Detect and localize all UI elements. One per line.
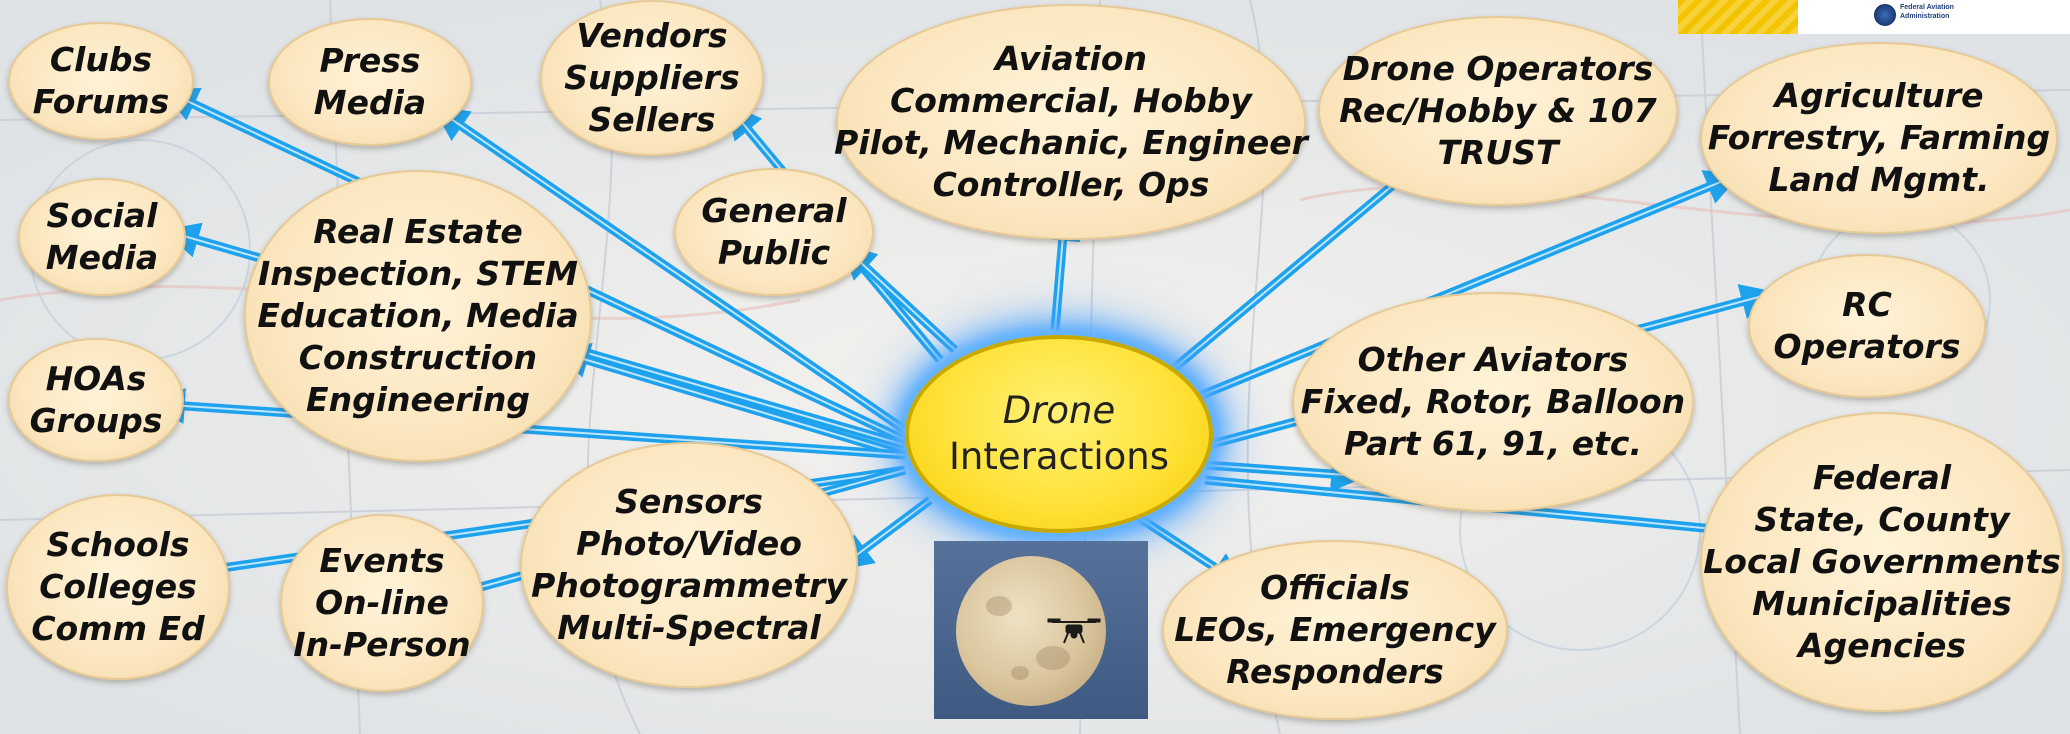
arrow-highlight-hoas — [155, 403, 906, 456]
bubble-events: Events On-line In-Person — [280, 514, 484, 692]
arrow-highlight-press — [437, 109, 906, 431]
bubble-aviation: Aviation Commercial, Hobby Pilot, Mechan… — [834, 4, 1308, 240]
bubble-clubs: Clubs Forums — [8, 22, 194, 140]
bubble-schools: Schools Colleges Comm Ed — [6, 494, 230, 680]
bubble-sensors: Sensors Photo/Video Photogrammetry Multi… — [520, 442, 858, 688]
drone-icon — [1047, 618, 1101, 644]
bubble-vendors: Vendors Suppliers Sellers — [540, 0, 764, 156]
bubble-general-public: General Public — [674, 168, 874, 296]
bubble-drone-operators: Drone Operators Rec/Hobby & 107 TRUST — [1318, 16, 1678, 206]
bubble-agriculture: Agriculture Forrestry, Farming Land Mgmt… — [1700, 42, 2058, 234]
bubble-press: Press Media — [268, 18, 472, 146]
arrow-highlight-general-public — [844, 247, 956, 351]
arrow-highlight-agriculture — [1189, 175, 1736, 401]
bubble-hoas: HOAs Groups — [8, 338, 184, 462]
center-title-line2: Interactions — [948, 435, 1169, 478]
faa-logo-panel — [1798, 0, 2070, 34]
arrow-highlight-real-estate — [559, 351, 906, 456]
center-title-line1: Drone — [1002, 388, 1116, 432]
faa-seal-icon — [1874, 4, 1896, 26]
bubble-rc: RC Operators — [1748, 254, 1986, 398]
faa-logo: Federal Aviation Administration — [1678, 0, 2070, 34]
faa-logo-text: Federal Aviation Administration — [1900, 4, 1954, 20]
arrow-highlight-drone-operators — [1159, 149, 1436, 381]
bubble-other-aviators: Other Aviators Fixed, Rotor, Balloon Par… — [1292, 292, 1694, 512]
bubble-officials: Officials LEOs, Emergency Responders — [1162, 540, 1508, 720]
arrow-highlight-other-aviators — [1204, 464, 1361, 477]
center-drone-interactions: Drone Interactions — [905, 335, 1213, 533]
bubble-government: Federal State, County Local Governments … — [1700, 412, 2064, 712]
moon-drone-photo — [934, 541, 1148, 719]
bubble-real-estate: Real Estate Inspection, STEM Education, … — [244, 170, 592, 462]
bubble-social: Social Media — [18, 178, 186, 296]
